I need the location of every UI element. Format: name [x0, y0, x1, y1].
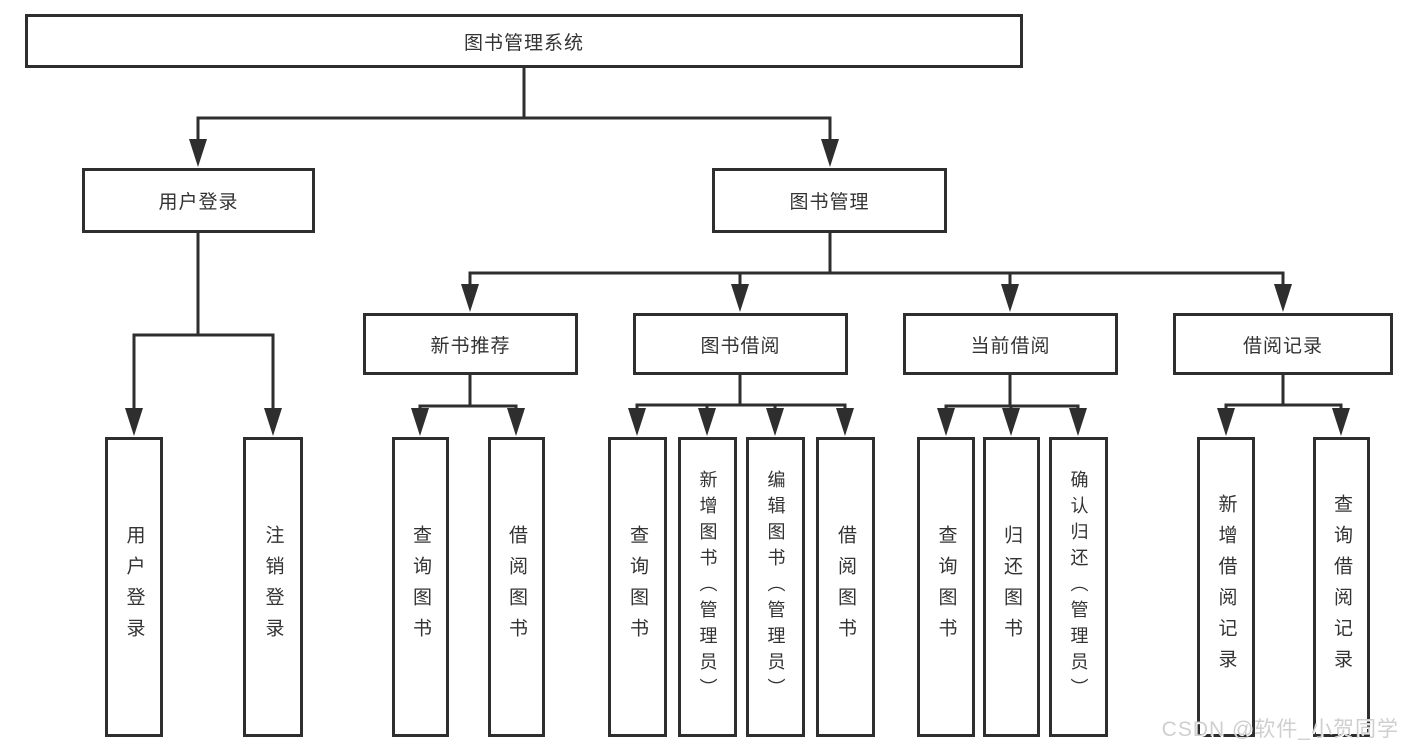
leaf-label: 查询借阅记录: [1331, 494, 1352, 680]
book-management-to-level3-connector: [468, 233, 1285, 291]
arrowhead: [628, 408, 646, 436]
root-to-level2-connector: [196, 68, 832, 146]
arrowhead: [1001, 284, 1019, 312]
leaf-label: 查询图书: [935, 525, 957, 649]
arrowhead: [264, 408, 282, 436]
arrowhead: [821, 139, 839, 167]
arrowhead: [189, 139, 207, 167]
csdn-watermark: CSDN @软件_小贺同学: [1161, 718, 1399, 741]
user-login-to-leaves-connector: [132, 233, 275, 416]
arrowhead: [461, 284, 479, 312]
borrow-record-to-leaves-connector: [1224, 375, 1343, 416]
connector-rails: [132, 68, 1343, 416]
arrowhead: [1069, 408, 1087, 436]
arrowhead: [1332, 408, 1350, 436]
leaf-label: 确认归还（管理员）: [1068, 470, 1089, 704]
leaf-current-confirm-return-admin: 确认归还（管理员）: [1049, 437, 1108, 737]
node-user-login: 用户登录: [82, 168, 315, 233]
leaf-borrow-add-book-admin: 新增图书（管理员）: [678, 437, 737, 737]
leaf-label: 查询图书: [410, 525, 431, 649]
node-borrow-record: 借阅记录: [1173, 313, 1393, 375]
node-book-management: 图书管理: [712, 168, 947, 233]
leaf-label: 借阅图书: [506, 525, 527, 649]
leaf-borrow-query-book: 查询图书: [608, 437, 667, 737]
leaf-label: 借阅图书: [835, 525, 856, 649]
leaf-record-query-record: 查询借阅记录: [1313, 437, 1370, 737]
leaf-current-query-book: 查询图书: [917, 437, 975, 737]
leaf-record-add-record: 新增借阅记录: [1197, 437, 1255, 737]
arrowhead: [411, 408, 429, 436]
leaf-newbook-query-book: 查询图书: [392, 437, 449, 737]
leaf-newbook-borrow-book: 借阅图书: [488, 437, 545, 737]
leaf-label: 查询图书: [627, 525, 648, 649]
arrowhead: [937, 408, 955, 436]
arrowhead: [698, 408, 716, 436]
node-library-management-system: 图书管理系统: [25, 14, 1023, 68]
arrowhead: [1002, 408, 1020, 436]
leaf-user-login: 用户登录: [105, 437, 163, 737]
leaf-label: 注销登录: [262, 525, 284, 649]
arrowheads: [125, 139, 1350, 436]
node-new-book-recommend: 新书推荐: [363, 313, 578, 375]
leaf-label: 新增借阅记录: [1215, 494, 1237, 680]
leaf-label: 新增图书（管理员）: [697, 470, 718, 704]
book-borrow-to-leaves-connector: [635, 375, 847, 416]
leaf-logout: 注销登录: [243, 437, 303, 737]
leaf-borrow-borrow-book: 借阅图书: [816, 437, 875, 737]
arrowhead: [731, 284, 749, 312]
arrowhead: [1274, 284, 1292, 312]
leaf-current-return-book: 归还图书: [983, 437, 1040, 737]
arrowhead: [766, 408, 784, 436]
arrowhead: [125, 408, 143, 436]
arrowhead: [836, 408, 854, 436]
new-book-recommend-to-leaves-connector: [418, 375, 518, 416]
node-book-borrow: 图书借阅: [633, 313, 848, 375]
leaf-label: 归还图书: [1001, 525, 1022, 649]
leaf-borrow-edit-book-admin: 编辑图书（管理员）: [746, 437, 805, 737]
leaf-label: 编辑图书（管理员）: [765, 470, 786, 704]
arrowhead: [507, 408, 525, 436]
node-current-borrow: 当前借阅: [903, 313, 1118, 375]
leaf-label: 用户登录: [123, 525, 145, 649]
arrowhead: [1217, 408, 1235, 436]
